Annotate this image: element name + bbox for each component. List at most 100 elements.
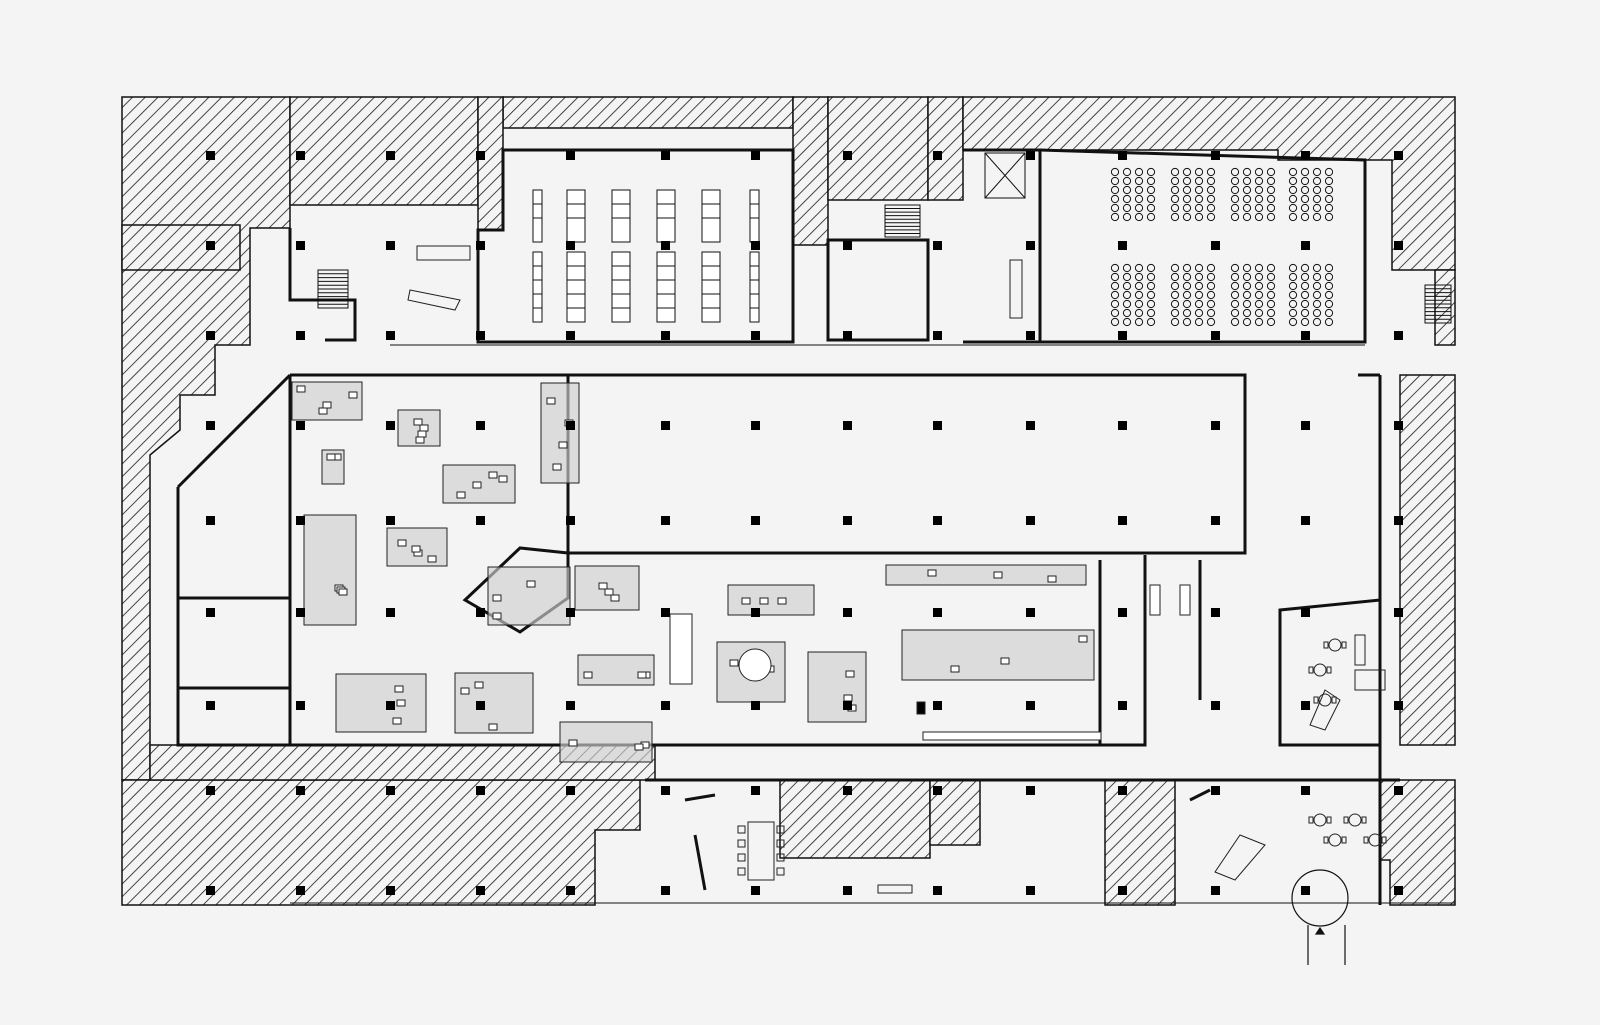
exhibit-object: [413, 418, 423, 426]
exhibit-island: [577, 654, 655, 686]
column: [1118, 886, 1127, 895]
seat: [1146, 176, 1156, 186]
hatch-region: [502, 96, 794, 129]
column: [933, 241, 942, 250]
seat: [1182, 167, 1192, 177]
seat: [1312, 299, 1322, 309]
wall: [1189, 788, 1211, 802]
chair: [1381, 836, 1387, 844]
seat: [1170, 212, 1180, 222]
column: [296, 886, 305, 895]
seat: [1182, 317, 1192, 327]
seat: [1194, 203, 1204, 213]
exhibit-object: [1000, 657, 1010, 665]
column: [296, 516, 305, 525]
column: [1394, 701, 1403, 710]
column: [843, 516, 852, 525]
hatch-region: [121, 96, 291, 781]
exhibit-island: [335, 673, 427, 733]
column: [476, 608, 485, 617]
column: [1394, 516, 1403, 525]
exhibit-object: [498, 475, 508, 483]
exhibit-object: [427, 555, 437, 563]
reception-desk: [1214, 834, 1266, 881]
exhibit-object: [993, 571, 1003, 579]
column: [1301, 241, 1310, 250]
seat: [1194, 299, 1204, 309]
seat: [1110, 272, 1120, 282]
seat: [1312, 281, 1322, 291]
exhibit-object: [296, 385, 306, 393]
column-marker: [916, 701, 926, 715]
seat: [1194, 263, 1204, 273]
seat: [1146, 167, 1156, 177]
seat: [1122, 272, 1132, 282]
seat: [1312, 317, 1322, 327]
seat: [1122, 281, 1132, 291]
exhibit-object: [472, 481, 482, 489]
column: [206, 421, 215, 430]
column: [1301, 331, 1310, 340]
seat: [1206, 281, 1216, 291]
column: [1394, 241, 1403, 250]
seat: [1324, 203, 1334, 213]
exhibit-island: [303, 514, 357, 626]
round-table: [738, 648, 772, 682]
elevator-x: [984, 152, 1026, 199]
seat: [1122, 308, 1132, 318]
seat: [1324, 212, 1334, 222]
seat: [1288, 272, 1298, 282]
seat: [1206, 263, 1216, 273]
seat: [1182, 185, 1192, 195]
main-entrance: [1291, 869, 1349, 965]
workbench: [407, 289, 461, 311]
seat: [1300, 185, 1310, 195]
column: [1211, 331, 1220, 340]
exhibit-object: [1047, 575, 1057, 583]
column: [476, 786, 485, 795]
stair-outline: [884, 204, 921, 238]
seat: [1254, 167, 1264, 177]
wall: [288, 228, 357, 342]
seat: [1266, 194, 1276, 204]
seat: [1324, 185, 1334, 195]
chair: [776, 853, 785, 862]
seat: [1288, 194, 1298, 204]
seat: [1230, 281, 1240, 291]
exhibit-object: [488, 471, 498, 479]
entry-arrow: [1314, 926, 1326, 935]
walls: [176, 148, 1455, 905]
wall: [290, 373, 1247, 555]
chair: [1313, 696, 1319, 704]
seat: [1134, 203, 1144, 213]
seat: [1182, 272, 1192, 282]
seat: [1146, 185, 1156, 195]
seat: [1146, 194, 1156, 204]
seat: [1288, 308, 1298, 318]
column: [296, 151, 305, 160]
hatch-region: [792, 96, 829, 246]
column: [1026, 516, 1035, 525]
column: [206, 701, 215, 710]
seat: [1182, 308, 1192, 318]
column: [1211, 241, 1220, 250]
column: [843, 331, 852, 340]
column: [751, 151, 760, 160]
exhibit-object: [729, 659, 739, 667]
seat: [1206, 176, 1216, 186]
bench: [877, 884, 913, 894]
column: [1394, 608, 1403, 617]
column: [1026, 151, 1035, 160]
column: [1026, 331, 1035, 340]
seat: [1300, 281, 1310, 291]
seat: [1110, 185, 1120, 195]
seat: [1254, 308, 1264, 318]
column: [1211, 151, 1220, 160]
seat: [1230, 308, 1240, 318]
exhibit-object: [456, 491, 466, 499]
column: [751, 331, 760, 340]
hatch-region: [477, 96, 504, 231]
column: [476, 241, 485, 250]
seat: [1122, 167, 1132, 177]
seat: [1134, 263, 1144, 273]
